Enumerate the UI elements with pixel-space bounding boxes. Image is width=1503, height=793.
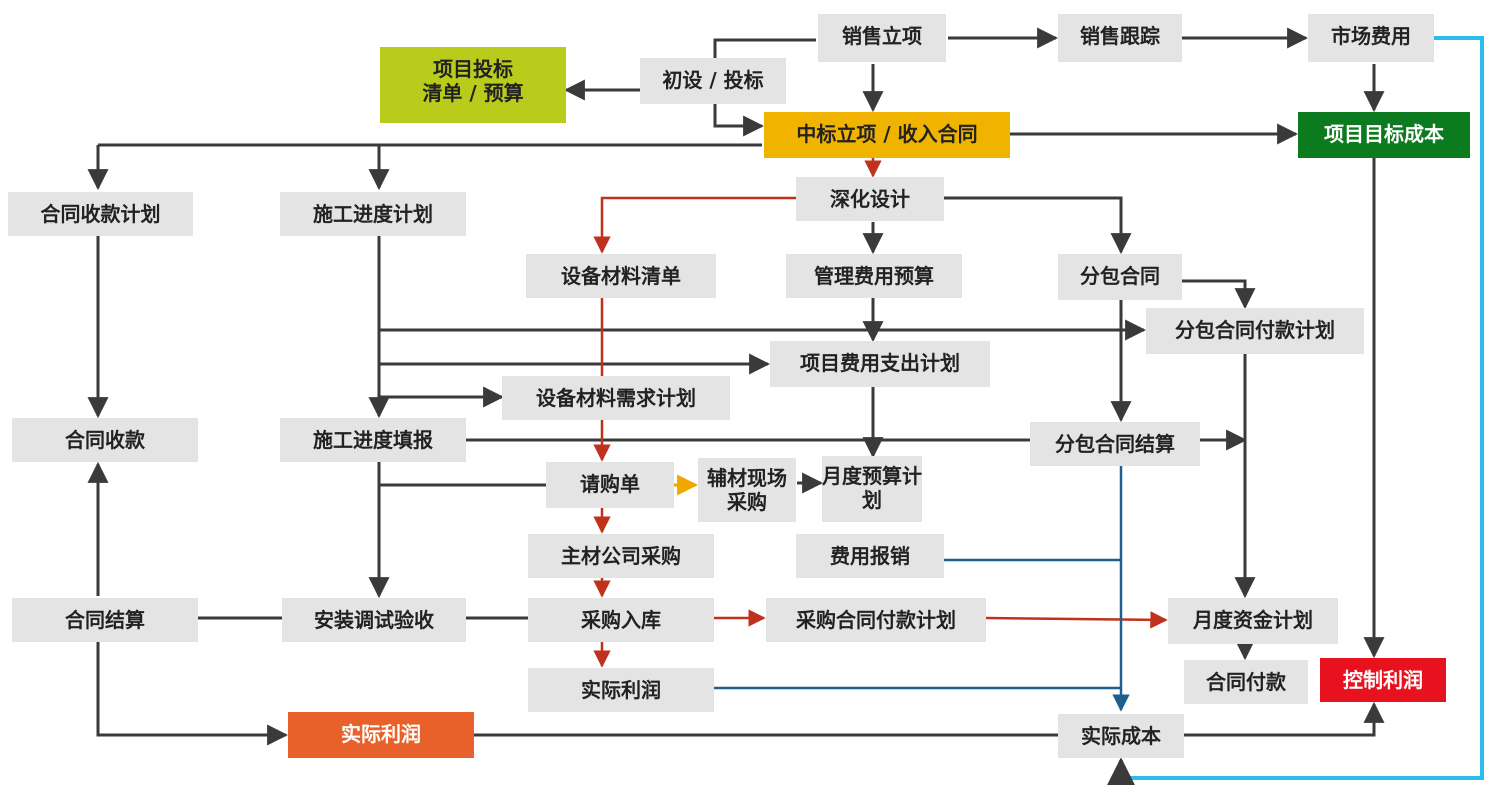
arrow-cost-to-control-profit (1184, 701, 1385, 737)
node-sales-tracking: 销售跟踪 (1058, 14, 1182, 62)
line-sales-to-preliminary (713, 38, 816, 58)
arrow-subcontract-to-payplan (1182, 279, 1256, 310)
node-construction-schedule: 施工进度计划 (280, 192, 466, 236)
node-actual-profit-grey: 实际利润 (528, 668, 714, 712)
node-target-cost: 项目目标成本 (1298, 112, 1470, 158)
node-subcontract: 分包合同 (1058, 254, 1182, 300)
node-actual-profit-orange: 实际利润 (288, 712, 474, 758)
node-contract-collection: 合同收款 (12, 418, 198, 462)
node-purchase-request: 请购单 (546, 462, 674, 508)
node-bid-list: 项目投标 清单 / 预算 (380, 47, 566, 123)
node-award-contract: 中标立项 / 收入合同 (764, 112, 1010, 158)
node-aux-site-purchase: 辅材现场采购 (698, 458, 796, 522)
node-project-expense-plan: 项目费用支出计划 (770, 341, 990, 387)
arrow-preliminary-to-award (713, 102, 765, 137)
node-preliminary-design: 初设 / 投标 (640, 58, 786, 104)
node-management-budget: 管理费用预算 (786, 254, 962, 298)
node-sales-project: 销售立项 (818, 14, 946, 62)
arrow-payment-plan-to-fund (985, 611, 1168, 629)
node-control-profit: 控制利润 (1320, 658, 1446, 702)
node-material-list: 设备材料清单 (526, 254, 716, 298)
node-expense-reimbursement: 费用报销 (796, 534, 944, 578)
arrow-design-to-material-list (593, 196, 796, 254)
node-contract-payment: 合同付款 (1184, 660, 1308, 704)
node-contract-settlement: 合同结算 (12, 598, 198, 642)
node-detailed-design: 深化设计 (796, 177, 944, 221)
loop-marketing-to-actual-cost (1107, 36, 1484, 786)
node-purchase-warehousing: 采购入库 (528, 598, 714, 642)
arrow-design-to-subcontract (944, 196, 1132, 255)
node-install-acceptance: 安装调试验收 (282, 598, 466, 642)
node-purchase-payment-plan: 采购合同付款计划 (766, 598, 986, 642)
node-marketing-cost: 市场费用 (1308, 14, 1434, 62)
node-actual-cost: 实际成本 (1058, 714, 1184, 758)
node-material-demand-plan: 设备材料需求计划 (502, 376, 730, 420)
node-subcontract-payment-plan: 分包合同付款计划 (1146, 308, 1364, 354)
node-subcontract-settlement: 分包合同结算 (1030, 422, 1200, 466)
arrow-settlement-to-actual-profit (96, 640, 289, 746)
node-construction-progress: 施工进度填报 (280, 418, 466, 462)
node-main-material-purchase: 主材公司采购 (528, 534, 714, 578)
node-monthly-budget: 月度预算计划 (822, 456, 922, 522)
node-contract-collection-plan: 合同收款计划 (8, 192, 193, 236)
node-monthly-fund-plan: 月度资金计划 (1168, 598, 1338, 644)
